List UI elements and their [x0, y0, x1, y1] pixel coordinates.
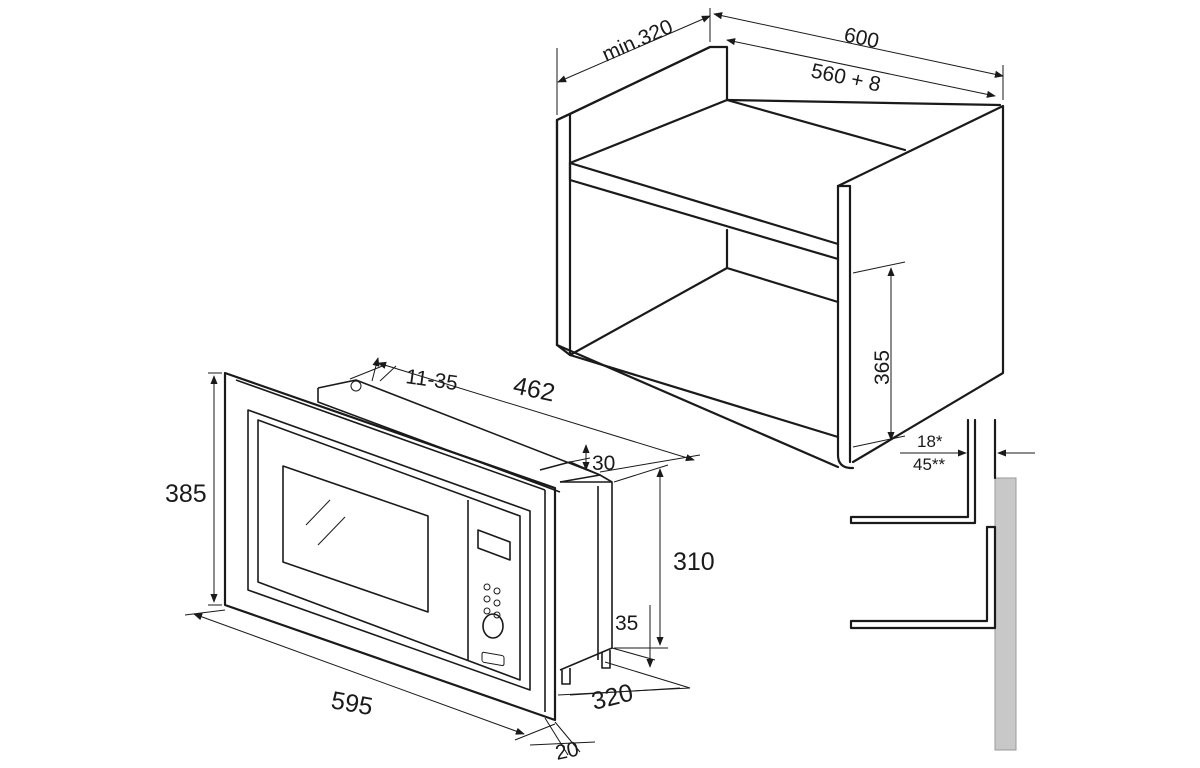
oven-body-depth-label: 462 [511, 371, 558, 407]
wall-panel-thickness-b-label: 45** [913, 455, 946, 474]
cabinet-drawing [555, 45, 1005, 470]
wall-panel [994, 477, 1017, 751]
wall-panel-thickness-a-label: 18* [917, 432, 943, 451]
oven-dimensions [184, 357, 701, 756]
oven-base-depth-label: 320 [589, 679, 636, 716]
wall-detail-drawing [849, 418, 1035, 751]
oven-frame-width-label: 595 [329, 686, 375, 721]
oven-frame-height-label: 385 [165, 480, 207, 508]
cabinet-niche-height-label: 365 [871, 350, 894, 385]
cabinet-width-outer-label: 600 [842, 23, 881, 53]
cabinet-dimensions [556, 8, 1004, 448]
oven-frame-thickness-label: 20 [553, 738, 581, 765]
oven-drawing [223, 371, 613, 722]
oven-gap-range-label: 11-35 [404, 365, 459, 395]
oven-feet-height-label: 35 [615, 612, 638, 635]
cabinet-depth-label: min.320 [599, 15, 677, 66]
oven-body-height-label: 310 [673, 548, 715, 576]
oven-top-offset-label: 30 [592, 452, 615, 475]
